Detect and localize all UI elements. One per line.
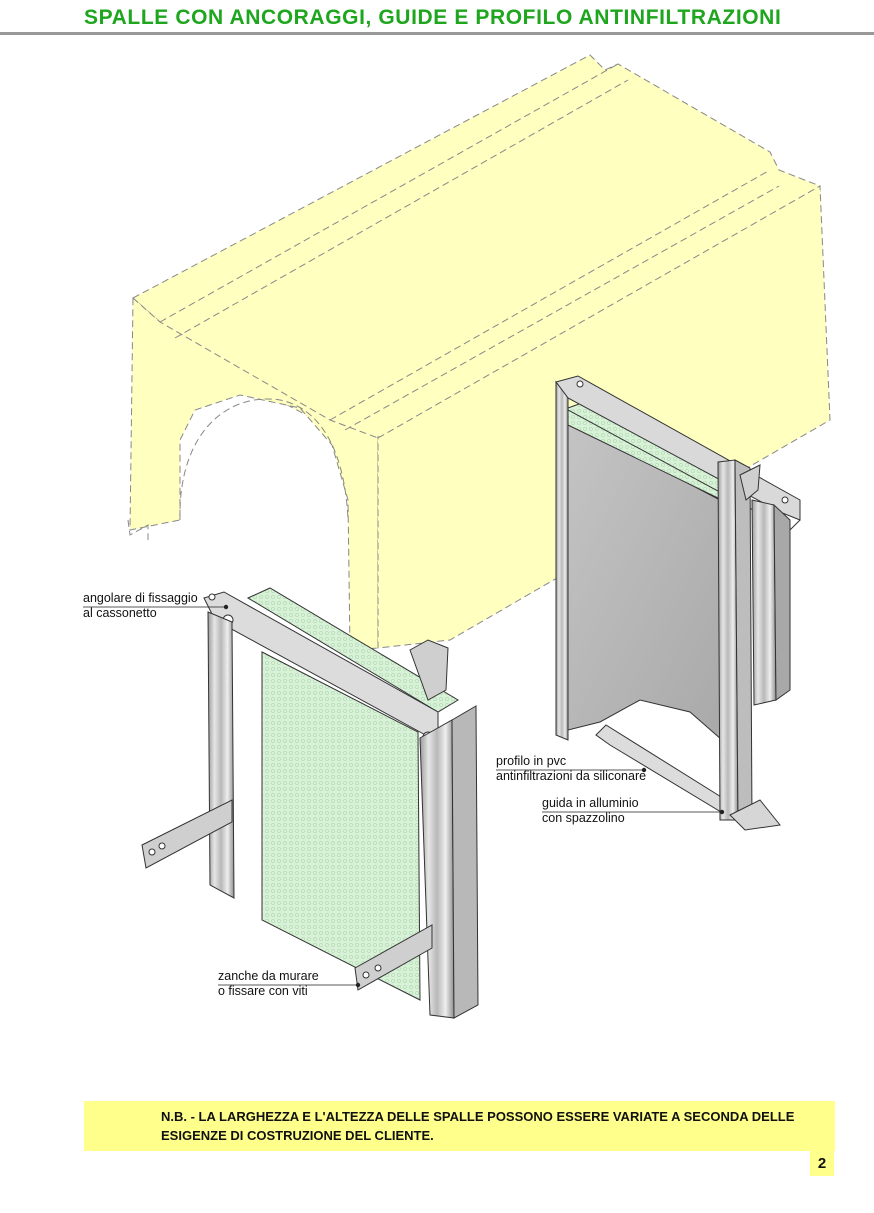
label-profilo-line1: profilo in pvc xyxy=(496,754,567,768)
note-box: N.B. - LA LARGHEZZA E L'ALTEZZA DELLE SP… xyxy=(84,1101,835,1151)
page-header: SPALLE CON ANCORAGGI, GUIDE E PROFILO AN… xyxy=(0,6,874,35)
label-angolare-line1: angolare di fissaggio xyxy=(83,591,198,605)
left-guide-stub xyxy=(409,639,449,701)
page-number: 2 xyxy=(810,1151,834,1176)
right-left-rail xyxy=(555,380,569,741)
label-zanche-line1: zanche da murare xyxy=(218,969,319,983)
page-title: SPALLE CON ANCORAGGI, GUIDE E PROFILO AN… xyxy=(84,6,782,29)
label-zanche: zanche da murare o fissare con viti xyxy=(218,969,319,999)
anchor-strap-upper xyxy=(141,799,233,869)
right-assembly xyxy=(555,375,801,831)
right-foot xyxy=(729,799,781,831)
left-green-panel xyxy=(261,651,421,1001)
label-guida-line2: con spazzolino xyxy=(542,811,625,825)
label-guida-line1: guida in alluminio xyxy=(542,796,639,810)
left-left-rail xyxy=(207,611,235,899)
label-profilo: profilo in pvc antinfiltrazioni da silic… xyxy=(496,754,646,784)
leader-lines xyxy=(83,604,725,988)
box-front-face xyxy=(129,296,379,651)
note-text: N.B. - LA LARGHEZZA E L'ALTEZZA DELLE SP… xyxy=(161,1109,795,1143)
label-angolare-line2: al cassonetto xyxy=(83,606,157,620)
left-right-rail xyxy=(419,719,455,1019)
anchor-strap-lower xyxy=(354,924,433,991)
label-zanche-line2: o fissare con viti xyxy=(218,984,308,998)
left-top-strip xyxy=(246,587,459,713)
right-wall-plate xyxy=(751,499,777,706)
label-guida: guida in alluminio con spazzolino xyxy=(542,796,639,826)
left-assembly xyxy=(141,587,479,1019)
label-angolare: angolare di fissaggio al cassonetto xyxy=(83,591,198,621)
label-profilo-line2: antinfiltrazioni da siliconare xyxy=(496,769,647,783)
